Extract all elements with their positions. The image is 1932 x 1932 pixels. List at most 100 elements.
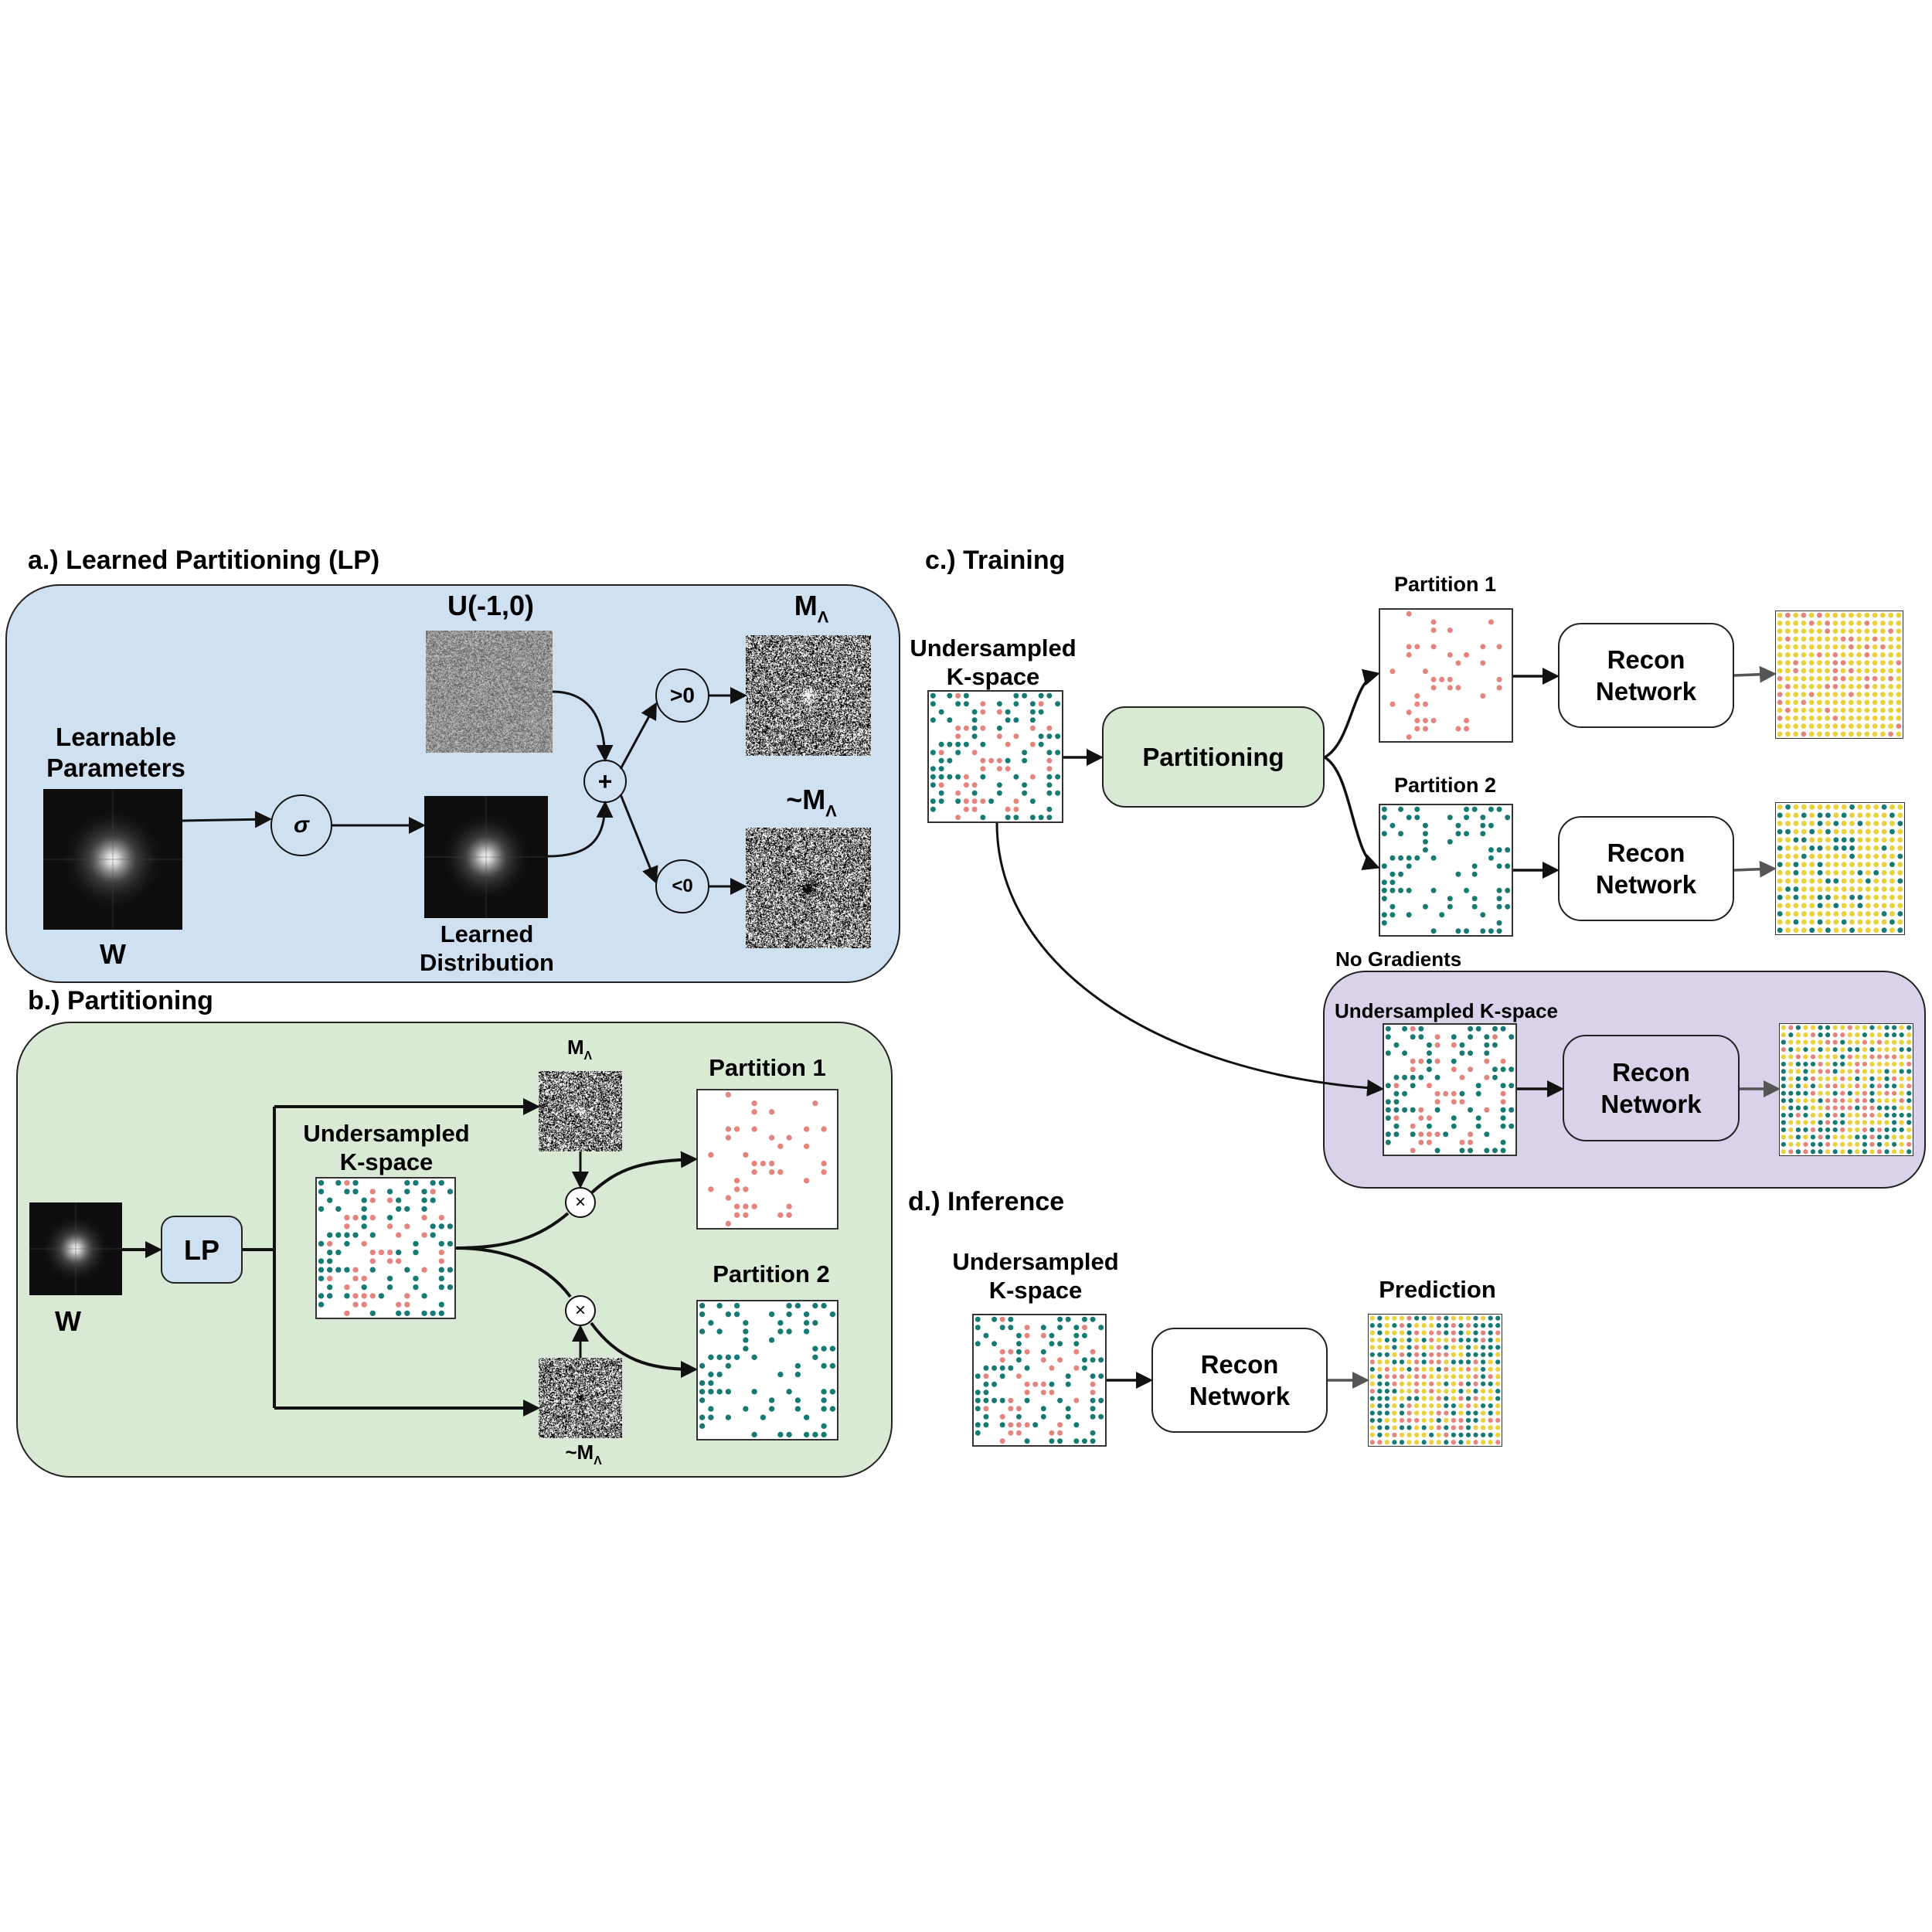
sample-dot [1389, 871, 1396, 877]
sample-dot [1873, 862, 1879, 868]
sample-dot [955, 725, 961, 731]
sample-dot [1024, 1397, 1030, 1403]
sample-dot [1385, 1083, 1391, 1089]
sample-dot [1803, 1112, 1808, 1118]
sample-dot [1480, 1330, 1486, 1335]
recon-label-2-line1: Recon [1607, 838, 1685, 867]
sample-dot [1444, 1410, 1449, 1416]
sample-dot [733, 1203, 740, 1209]
sample-dot [947, 774, 953, 780]
sample-dot [1495, 1432, 1501, 1437]
sample-dot [1444, 1330, 1449, 1335]
sample-dot [1473, 1403, 1478, 1409]
sample-dot [1833, 911, 1839, 917]
sample-dot [1392, 1352, 1397, 1358]
sample-dot [1451, 1315, 1457, 1321]
sample-dot [1801, 612, 1807, 618]
sample-dot [1833, 853, 1839, 859]
sample-dot [725, 1362, 732, 1369]
sample-dot [1781, 1105, 1786, 1111]
sample-dot [369, 1189, 376, 1195]
sample-dot [1436, 1337, 1441, 1343]
sample-dot [1841, 812, 1847, 818]
sample-dot [1480, 1366, 1486, 1372]
sample-dot [1459, 1090, 1465, 1097]
sample-dot [1809, 821, 1815, 826]
sample-dot [1399, 1389, 1405, 1394]
sample-dot [1832, 1032, 1838, 1038]
sample-dot [938, 709, 944, 715]
sample-dot [438, 1284, 444, 1291]
sample-dot [1810, 1112, 1816, 1118]
sample-dot [1090, 1373, 1096, 1379]
sample-dot [1414, 693, 1420, 699]
sample-dot [1825, 1076, 1831, 1081]
sample-dot [1488, 1440, 1493, 1445]
sample-dot [971, 733, 978, 740]
sample-dot [1369, 1417, 1375, 1423]
learned-distribution-image [424, 796, 548, 918]
gt-zero-symbol: >0 [670, 683, 695, 707]
sample-dot [1788, 1046, 1794, 1053]
sample-dot [1872, 675, 1878, 682]
sample-dot [733, 1178, 740, 1184]
sample-dot [1801, 715, 1807, 721]
sample-dot [1872, 692, 1878, 698]
sample-dot [1385, 1107, 1391, 1113]
sample-dot [971, 750, 978, 756]
sample-dot [1369, 1389, 1375, 1394]
sample-dot [1810, 1098, 1816, 1104]
sample-dot [1891, 1120, 1897, 1125]
sample-dot [768, 1406, 775, 1412]
sample-dot [1873, 804, 1879, 810]
sample-dot [1473, 1440, 1478, 1445]
sample-dot [1825, 894, 1831, 900]
sample-dot [1816, 651, 1822, 658]
sample-dot [812, 1345, 818, 1352]
sample-dot [1840, 1134, 1845, 1140]
recon-label-d-line2: Network [1189, 1382, 1291, 1410]
sample-dot [708, 1371, 714, 1378]
sample-dot [1781, 1076, 1786, 1081]
sample-dot [1480, 1381, 1486, 1386]
sample-dot [1906, 1046, 1912, 1053]
sample-dot [1430, 644, 1437, 650]
sample-dot [1496, 887, 1502, 893]
sample-dot [947, 757, 953, 764]
sample-dot [1884, 1134, 1889, 1140]
sample-dot [938, 766, 944, 772]
sample-dot [1825, 1112, 1831, 1118]
sample-dot [1488, 806, 1494, 812]
sample-dot [963, 741, 969, 747]
sample-dot [751, 1160, 757, 1167]
sample-dot [344, 1240, 350, 1247]
sample-dot [1029, 701, 1036, 707]
sample-dot [430, 1179, 436, 1186]
sample-dot [386, 1214, 393, 1221]
sample-dot [751, 1431, 757, 1438]
sample-dot [1848, 620, 1854, 626]
sample-dot [1832, 1149, 1838, 1155]
sample-dot [1884, 1112, 1889, 1118]
sample-dot [1040, 1357, 1046, 1363]
sample-dot [1816, 723, 1822, 730]
sample-dot [983, 1389, 989, 1396]
sample-dot [1832, 1134, 1838, 1140]
sample-dot [1055, 701, 1061, 707]
dot-grid [1777, 804, 1903, 934]
sample-dot [1414, 726, 1420, 732]
sample-dot [725, 1091, 732, 1098]
sample-dot [1015, 1413, 1022, 1420]
sample-dot [1849, 821, 1855, 826]
sample-dot [1891, 1127, 1897, 1133]
sample-dot [1015, 1349, 1022, 1355]
sample-dot [1384, 1337, 1390, 1343]
sample-dot [1484, 1050, 1490, 1056]
sample-dot [1864, 723, 1870, 730]
sample-dot [1040, 1332, 1046, 1338]
sample-dot [1856, 715, 1862, 721]
sample-dot [1022, 790, 1028, 796]
sample-dot [1029, 725, 1036, 731]
sample-dot [1492, 1074, 1498, 1080]
